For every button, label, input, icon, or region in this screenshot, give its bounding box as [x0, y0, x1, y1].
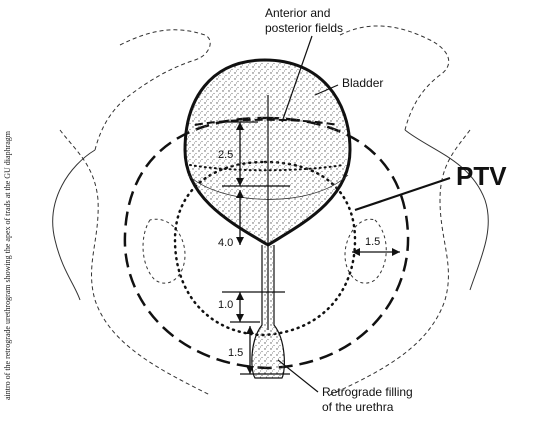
field-dashed-line	[194, 118, 339, 126]
urethra-leader	[277, 359, 319, 393]
pelvis-right-inner-outline	[344, 218, 387, 284]
urethra-label-line2: of the urethra	[322, 400, 394, 414]
pelvis-right-outer-outline	[329, 129, 471, 396]
dimension-label-d4: 1.5	[228, 347, 243, 359]
urethra-label-line1: Retrograde filling	[322, 385, 413, 399]
fields-label-line1: Anterior and	[265, 6, 330, 20]
pelvis-right-wave-outline	[404, 129, 489, 291]
ptv-label: PTV	[456, 161, 507, 191]
fields-label-line2: posterior fields	[265, 21, 343, 35]
dimension-label-d3: 1.0	[218, 299, 233, 311]
dimension-arrows	[236, 122, 400, 374]
field-dotted-line	[189, 164, 344, 172]
bladder-label: Bladder	[342, 76, 383, 90]
bladder-leader	[314, 84, 339, 96]
ptv-leader	[354, 176, 451, 212]
dimension-label-lateral: 1.5	[365, 236, 380, 248]
side-caption: aintro of the retrograde urethrogram sho…	[3, 130, 12, 400]
pelvis-left-inner-outline	[142, 218, 186, 284]
pelvis-left-upper-outline	[94, 29, 211, 151]
dimension-label-d2: 4.0	[218, 237, 233, 249]
fields-leader	[281, 35, 313, 123]
pelvis-left-wave-outline	[52, 149, 96, 301]
bladder-lower-arc	[187, 174, 349, 200]
dimension-label-d1: 2.5	[218, 149, 233, 161]
pelvis-left-outer-outline	[59, 129, 211, 396]
